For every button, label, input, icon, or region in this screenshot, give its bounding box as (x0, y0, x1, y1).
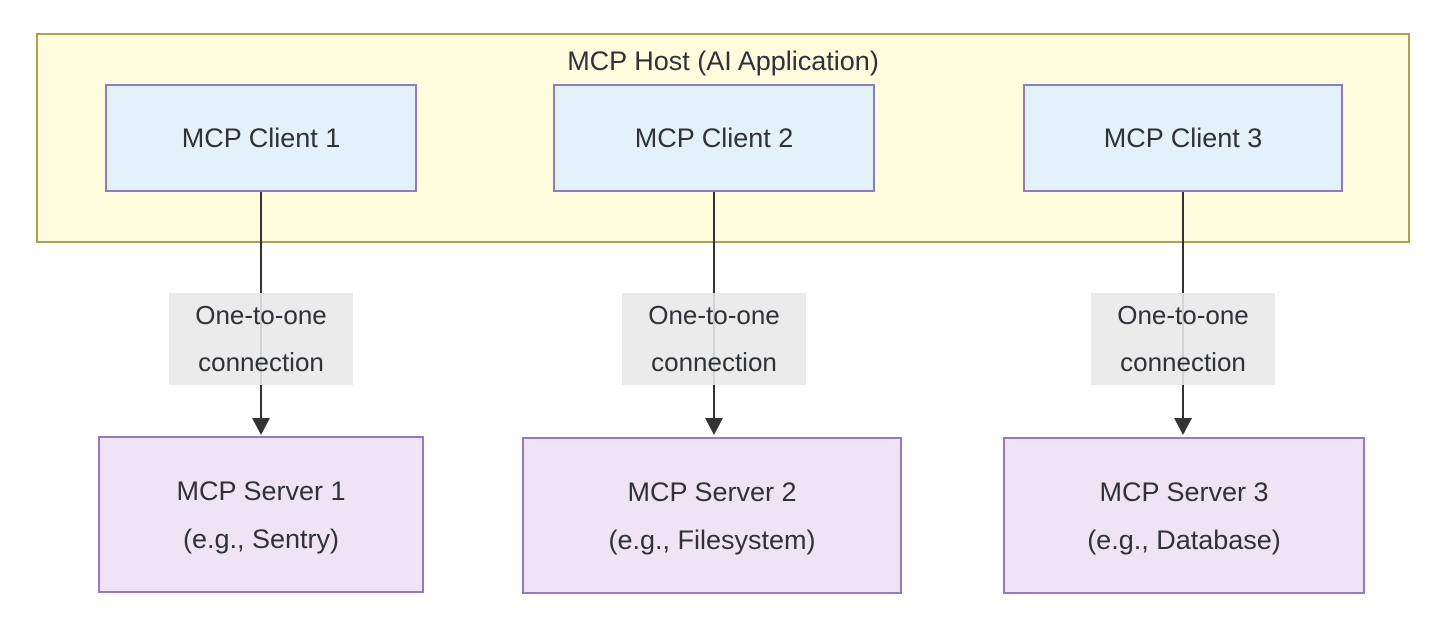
mcp-client-3-label: MCP Client 3 (1103, 122, 1263, 153)
connection-label-2: One-to-one connection (622, 293, 806, 385)
arrowhead-down-icon (1174, 418, 1192, 435)
mcp-client-3-node: MCP Client 3 (1023, 84, 1343, 192)
mcp-client-2-node: MCP Client 2 (553, 84, 875, 192)
mcp-server-2-title: MCP Server 2 (627, 476, 797, 507)
arrowhead-down-icon (252, 418, 270, 435)
connection-label-1-line1: One-to-one (195, 300, 327, 330)
mcp-server-1-title: MCP Server 1 (176, 475, 346, 506)
mcp-server-1-node: MCP Server 1 (e.g., Sentry) (98, 436, 424, 593)
connection-label-3-line2: connection (1120, 347, 1246, 377)
connection-label-3-line1: One-to-one (1117, 300, 1249, 330)
mcp-client-1-label: MCP Client 1 (181, 122, 341, 153)
mcp-client-1-node: MCP Client 1 (105, 84, 417, 192)
mcp-server-2-node: MCP Server 2 (e.g., Filesystem) (522, 437, 902, 594)
mcp-server-1-subtitle: (e.g., Sentry) (182, 523, 340, 554)
connection-label-2-line1: One-to-one (648, 300, 780, 330)
mcp-host-title: MCP Host (AI Application) (567, 46, 879, 76)
connection-label-1: One-to-one connection (169, 293, 353, 385)
mcp-server-3-node: MCP Server 3 (e.g., Database) (1003, 437, 1365, 594)
connection-label-3: One-to-one connection (1091, 293, 1275, 385)
connection-label-1-line2: connection (198, 347, 324, 377)
mcp-server-2-subtitle: (e.g., Filesystem) (608, 524, 816, 555)
connection-label-2-line2: connection (651, 347, 777, 377)
arrowhead-down-icon (705, 418, 723, 435)
mcp-server-3-subtitle: (e.g., Database) (1087, 524, 1281, 555)
mcp-server-3-title: MCP Server 3 (1099, 476, 1269, 507)
mcp-client-2-label: MCP Client 2 (634, 122, 794, 153)
